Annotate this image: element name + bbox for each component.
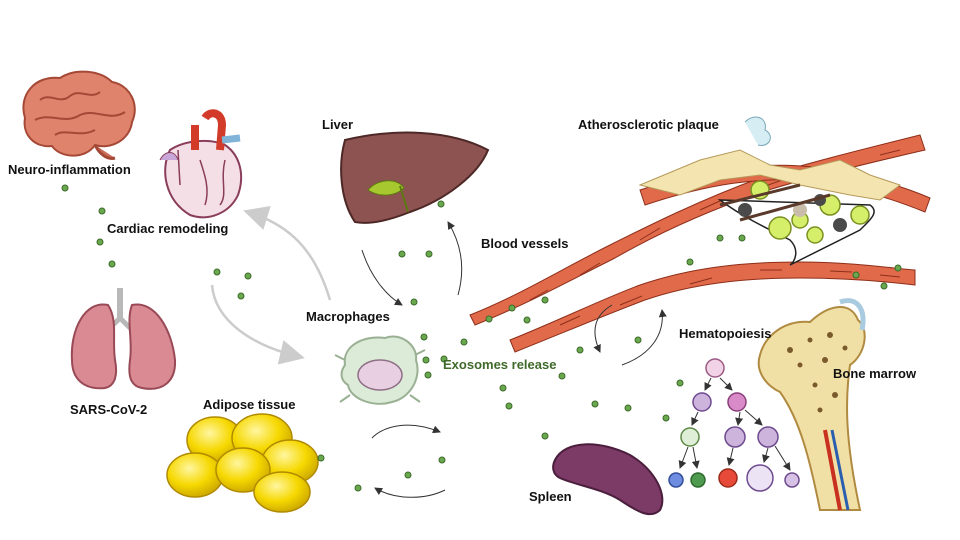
arrow-macrophage-to-cardiac [243, 205, 332, 301]
lungs-illustration [70, 288, 177, 390]
vessel-cell-lines [529, 149, 901, 326]
adipose-illustration [166, 413, 319, 513]
heart-illustration [159, 109, 243, 219]
arrow-macrophage-to-adipose [374, 487, 446, 498]
label-macrophages: Macrophages [306, 309, 390, 324]
label-sars-cov-2: SARS-CoV-2 [70, 402, 148, 417]
label-cardiac-remodeling: Cardiac remodeling [107, 221, 229, 236]
arrow-spleen-to-vessels [621, 309, 667, 366]
arrow-adipose-to-macrophage [371, 424, 441, 439]
label-liver: Liver [322, 117, 354, 132]
arrow-liver-to-macrophage [361, 249, 403, 306]
spleen-illustration [552, 443, 664, 516]
label-neuro-inflammation: Neuro-inflammation [8, 162, 131, 177]
macrophage-illustration [334, 335, 426, 405]
label-hematopoiesis: Hematopoiesis [679, 326, 772, 341]
label-blood-vessels: Blood vessels [481, 236, 569, 251]
label-exosomes-release: Exosomes release [443, 357, 557, 372]
arrow-cardiac-to-macrophage [210, 284, 305, 365]
brain-illustration [22, 70, 136, 160]
label-adipose-tissue: Adipose tissue [203, 397, 296, 412]
arrow-macrophage-to-liver [447, 221, 463, 296]
label-atherosclerotic-plaque: Atherosclerotic plaque [578, 117, 719, 132]
plaque-illustration [638, 116, 902, 266]
label-spleen: Spleen [529, 489, 572, 504]
exosome-particles [61, 184, 902, 492]
hematopoiesis-illustration [668, 358, 800, 492]
label-bone-marrow: Bone marrow [833, 366, 917, 381]
bone-illustration [757, 298, 866, 511]
arrow-vessels-to-spleen [593, 304, 613, 353]
liver-illustration [340, 131, 490, 224]
